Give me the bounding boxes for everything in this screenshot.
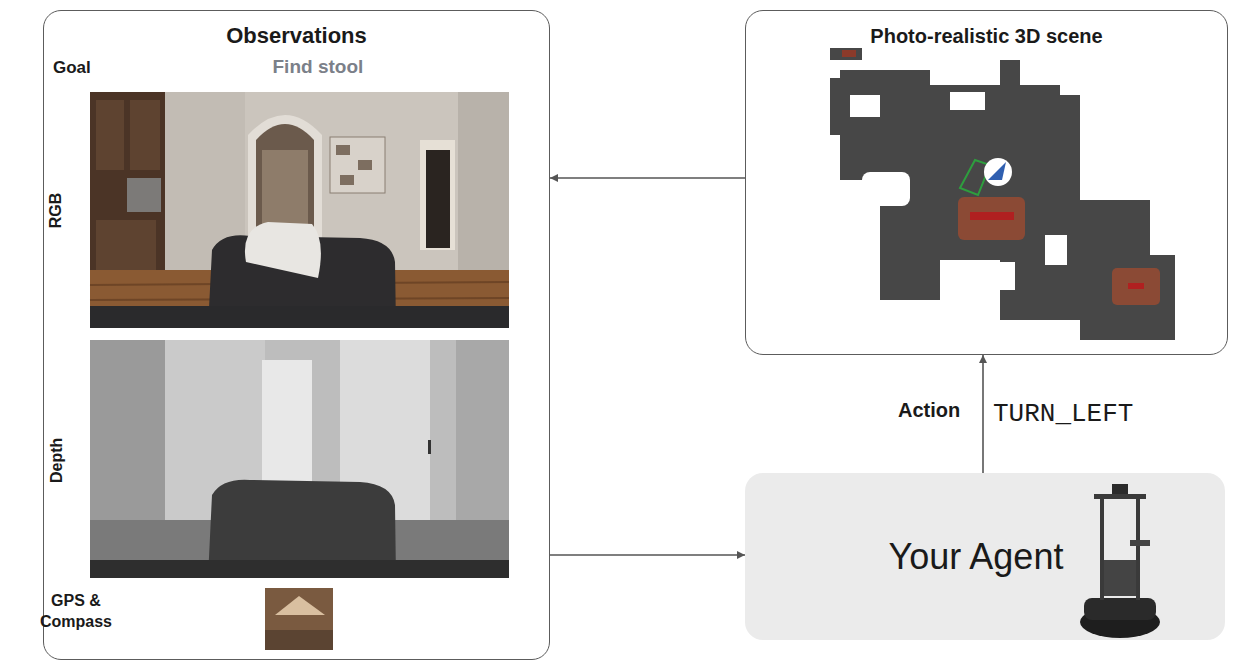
agent-title: Your Agent [889, 536, 1064, 578]
photo [340, 175, 354, 185]
agent-marker [984, 158, 1012, 186]
cabinet-panel [96, 100, 124, 170]
column [458, 92, 509, 292]
robot-mast [1100, 498, 1104, 600]
map-object-mark [970, 212, 1014, 220]
rgb-image [90, 92, 509, 328]
map-area [930, 120, 1040, 260]
door-frame [420, 140, 455, 250]
panel-box: Observations [43, 10, 550, 660]
map-obstacle [1090, 120, 1120, 160]
wall [90, 92, 509, 328]
oven [127, 178, 161, 212]
depth-column [456, 340, 509, 540]
depth-image [90, 340, 509, 578]
map-obstacle [1045, 235, 1067, 265]
map-object [842, 50, 856, 57]
depth-cabinet [90, 340, 165, 530]
photo [336, 145, 350, 155]
action-value: TURN_LEFT [991, 399, 1135, 429]
robot-body [1084, 598, 1156, 620]
photo [358, 160, 372, 170]
depth-ground [90, 340, 509, 578]
row-label: RGB [46, 192, 67, 228]
gps-floor [265, 630, 333, 650]
panel-title: Photo-realistic 3D scene [870, 25, 1102, 48]
map-object-mark [1128, 283, 1144, 289]
flow-arrow [550, 554, 745, 556]
robot-gripper [1130, 540, 1150, 546]
flow-arrow [550, 177, 745, 179]
row-label: Depth [47, 437, 68, 482]
map-obstacle [862, 172, 910, 206]
robot-arm [1094, 494, 1146, 499]
panel-title: Observations [226, 23, 367, 49]
cabinet-panel [130, 100, 160, 170]
panel-box: Photo-realistic 3D scene [745, 10, 1228, 355]
cabinet [90, 92, 165, 287]
flow-arrow [982, 355, 984, 473]
map-obstacle [950, 92, 985, 110]
map-object [958, 197, 1025, 240]
gps-mark [275, 596, 325, 615]
agent-panel-fill [745, 473, 1225, 640]
map-object [1112, 268, 1160, 305]
map-obstacle [850, 95, 880, 117]
map-obstacle [985, 262, 1015, 290]
goal-text: Find stool [273, 55, 364, 80]
agent-box: Your Agent [745, 473, 1225, 640]
robot-camera [1112, 484, 1128, 494]
sofa-edge [90, 306, 509, 328]
gps-image [265, 588, 333, 650]
depth-foreground [90, 560, 509, 578]
row-label: Goal [53, 57, 91, 79]
cushion [245, 222, 321, 278]
agent-arrow [988, 162, 1006, 180]
row-label: GPS & Compass [35, 591, 117, 633]
map-area [1000, 60, 1020, 100]
map-area [830, 48, 862, 60]
action-label: Action [898, 397, 960, 423]
depth-mark [428, 440, 431, 454]
scene-map [830, 48, 1175, 340]
robot-illustration [1080, 484, 1160, 638]
gps-ground [265, 588, 333, 650]
wall-frames [330, 137, 385, 193]
door [426, 150, 450, 248]
robot-mast [1136, 498, 1140, 600]
robot-lift [1104, 560, 1136, 596]
